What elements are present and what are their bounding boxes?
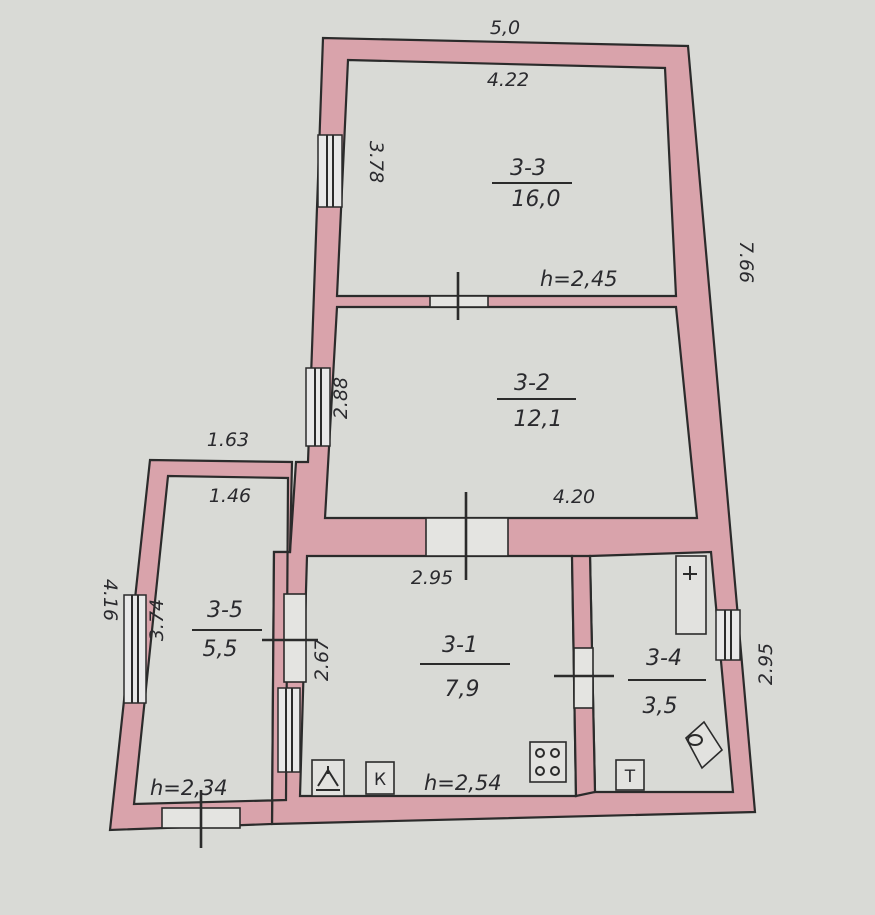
window-room34-right [715,609,741,661]
room-area: 16,0 [512,187,561,212]
dim-room32-depth: 2.88 [330,377,352,419]
door-31-35 [262,593,318,683]
toilet-box: Т [615,759,645,791]
room-3-1-label: 3-1 7,9 [420,633,510,702]
door-annex-entrance [161,790,241,848]
room-area: 5,5 [203,637,238,662]
dim-room33-width: 4.22 [487,69,529,91]
room-3-4-label: 3-4 3,5 [628,646,706,719]
room-3-5-label: 3-5 5,5 [192,598,262,662]
dim-annex-inner-depth: 3.74 [146,599,168,641]
window-room33-left [317,134,343,208]
room-3-2-label: 3-2 12,1 [497,371,576,432]
height-upper: h=2,45 [540,267,618,291]
room-id: 3-2 [514,371,550,396]
dim-room31-width: 2.95 [411,567,453,589]
door-31-34 [554,647,614,709]
kitchen-label: К [374,770,386,790]
kitchen-box: К [365,761,395,795]
dim-room33-depth: 3.78 [365,141,387,183]
toilet-label: Т [624,767,636,787]
door-33-32 [429,272,489,320]
stove-fixture [529,741,567,783]
dim-annex-outer-depth: 4.16 [99,579,121,621]
dim-right-total: 7.66 [735,241,757,283]
window-room31-left [277,687,301,773]
window-room32-left [305,367,331,447]
toilet-fixture [684,720,724,770]
room-id: 3-5 [207,598,243,623]
dim-annex-inner-width: 1.46 [209,485,251,507]
room-area: 7,9 [445,677,480,702]
door-32-31 [425,492,509,580]
dim-room31-depth: 2.67 [311,639,333,681]
room-id: 3-3 [510,156,546,181]
heater-fixture [311,759,345,797]
room-3-3-label: 3-3 16,0 [492,156,572,212]
dim-overall-width: 5,0 [490,17,520,39]
room-id: 3-4 [646,646,682,671]
dim-room32-width: 4.20 [553,486,595,508]
window-annex-left [123,594,147,704]
dim-annex-outer-width: 1.63 [207,429,249,451]
room-id: 3-1 [442,633,478,658]
height-main: h=2,54 [424,771,502,795]
dim-room34-depth: 2.95 [755,643,777,685]
room-area: 3,5 [643,694,678,719]
height-annex: h=2,34 [150,776,228,800]
bathtub-fixture [675,555,707,635]
room-area: 12,1 [514,407,563,432]
